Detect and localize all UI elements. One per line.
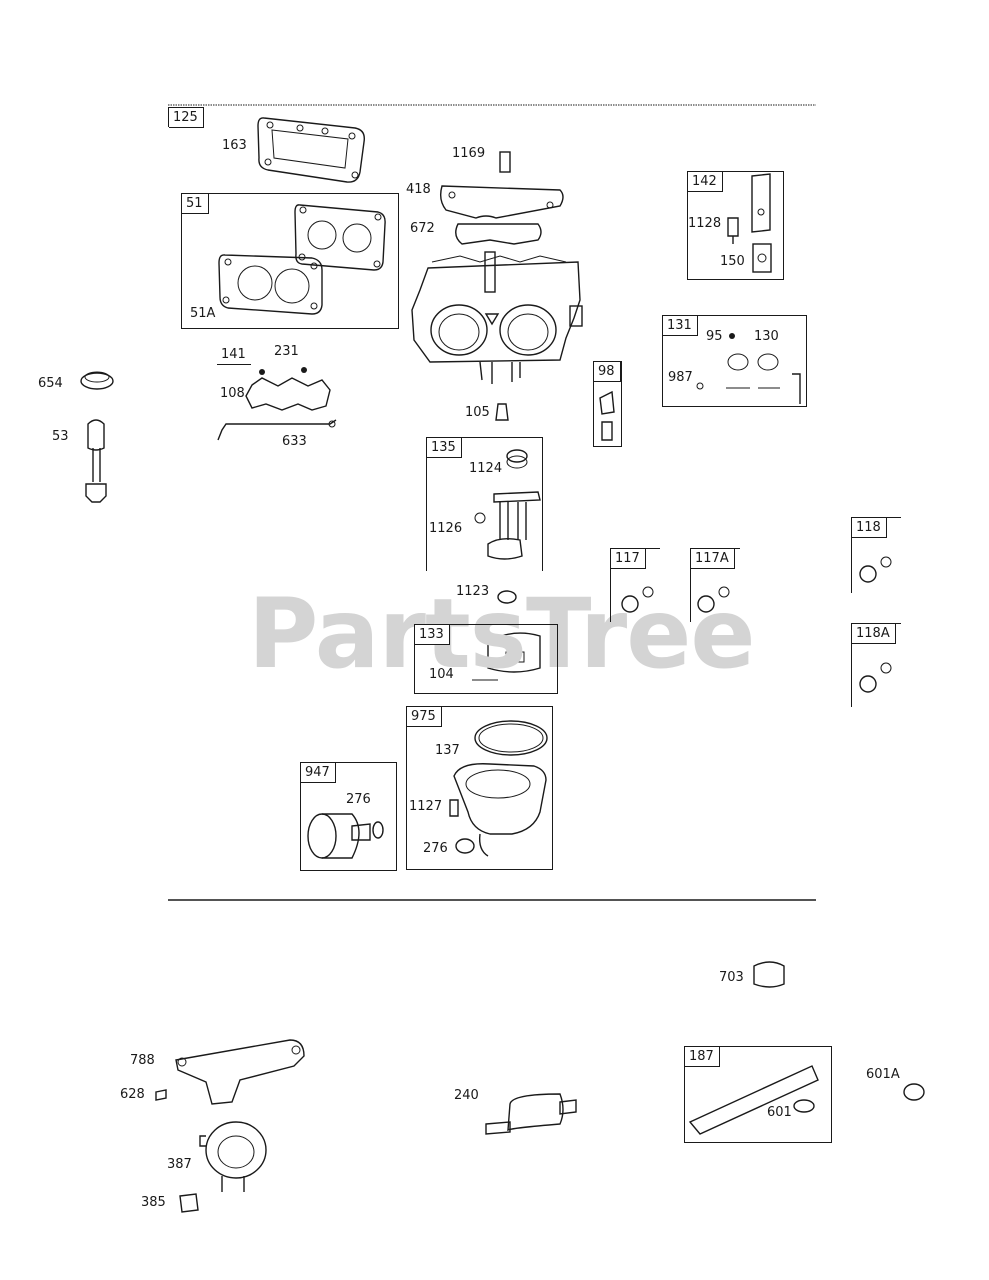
group-135: 135 — [426, 437, 543, 571]
callout-276-filter[interactable]: 276 — [346, 792, 371, 807]
callout-98[interactable]: 98 — [594, 362, 621, 382]
callout-1127[interactable]: 1127 — [409, 799, 443, 814]
callout-135[interactable]: 135 — [427, 438, 462, 458]
callout-628[interactable]: 628 — [120, 1087, 145, 1102]
bracket-142-drawing — [727, 173, 772, 273]
callout-130[interactable]: 130 — [754, 329, 779, 344]
callout-95[interactable]: 95 — [706, 329, 723, 344]
callout-51A[interactable]: 51A — [190, 306, 216, 321]
callout-137[interactable]: 137 — [435, 743, 460, 758]
callout-163[interactable]: 163 — [222, 138, 247, 153]
group-118A: 118A — [851, 623, 901, 707]
callout-131[interactable]: 131 — [663, 316, 698, 336]
callout-601[interactable]: 601 — [767, 1105, 792, 1120]
bracket-141-drawing — [217, 367, 337, 441]
clamp-703-drawing — [753, 961, 785, 988]
group-118: 118 — [851, 517, 901, 593]
callout-1124[interactable]: 1124 — [469, 461, 503, 476]
watermark: PartsTree — [248, 578, 755, 690]
callout-187[interactable]: 187 — [685, 1047, 720, 1067]
group-117A: 117A — [690, 548, 740, 622]
clamp-601A-drawing — [903, 1083, 925, 1101]
callout-975[interactable]: 975 — [407, 707, 442, 727]
callout-947[interactable]: 947 — [301, 763, 336, 783]
callout-633[interactable]: 633 — [282, 434, 307, 449]
callout-150[interactable]: 150 — [720, 254, 745, 269]
bowl-133-drawing — [472, 632, 541, 681]
callout-141[interactable]: 141 — [217, 345, 251, 365]
callout-51[interactable]: 51 — [182, 194, 209, 214]
jet-drawings — [621, 556, 892, 693]
callout-53[interactable]: 53 — [52, 429, 69, 444]
kit-131-drawing — [696, 333, 801, 404]
callout-142[interactable]: 142 — [688, 172, 723, 192]
callout-654[interactable]: 654 — [38, 376, 63, 391]
callout-601A[interactable]: 601A — [866, 1067, 900, 1082]
callout-105[interactable]: 105 — [465, 405, 490, 420]
carburetor-body-drawing — [411, 151, 583, 421]
gasket-163-drawing — [257, 117, 365, 183]
callout-117A[interactable]: 117A — [691, 549, 735, 569]
valve-98-drawing — [599, 390, 615, 441]
callout-125[interactable]: 125 — [169, 107, 204, 128]
callout-104[interactable]: 104 — [429, 667, 454, 682]
group-131: 131 — [662, 315, 807, 407]
callout-118A[interactable]: 118A — [852, 624, 896, 644]
group-125: 125 — [168, 107, 228, 128]
spark-plug-drawing — [80, 371, 114, 503]
callout-276-bowl[interactable]: 276 — [423, 841, 448, 856]
filter-947-drawing — [307, 813, 384, 859]
bowl-975-drawing — [449, 720, 548, 857]
callout-1123[interactable]: 1123 — [456, 584, 490, 599]
callout-1128[interactable]: 1128 — [688, 216, 722, 231]
fuel-pump-drawing — [155, 1039, 305, 1213]
group-142: 142 — [687, 171, 784, 280]
callout-118[interactable]: 118 — [852, 518, 887, 538]
callout-987[interactable]: 987 — [668, 370, 693, 385]
o-ring-1123-drawing — [497, 590, 517, 604]
group-98: 98 — [593, 361, 622, 447]
callout-117[interactable]: 117 — [611, 549, 646, 569]
callout-240[interactable]: 240 — [454, 1088, 479, 1103]
fuel-line-187-drawing — [688, 1065, 819, 1135]
fuel-filter-240-drawing — [485, 1093, 577, 1135]
callout-231[interactable]: 231 — [274, 344, 299, 359]
group-141: 141 — [217, 345, 251, 365]
group-133: 133 — [414, 624, 558, 694]
group-187: 187 — [684, 1046, 832, 1143]
callout-418[interactable]: 418 — [406, 182, 431, 197]
callout-1169[interactable]: 1169 — [452, 146, 486, 161]
callout-385[interactable]: 385 — [141, 1195, 166, 1210]
group-117: 117 — [610, 548, 660, 622]
float-135-drawing — [474, 449, 541, 560]
group-975: 975 — [406, 706, 553, 870]
group-947: 947 — [300, 762, 397, 871]
callout-672[interactable]: 672 — [410, 221, 435, 236]
group-51: 51 — [181, 193, 399, 329]
callout-703[interactable]: 703 — [719, 970, 744, 985]
callout-1126[interactable]: 1126 — [429, 521, 463, 536]
callout-133[interactable]: 133 — [415, 625, 450, 645]
callout-108[interactable]: 108 — [220, 386, 245, 401]
callout-387[interactable]: 387 — [167, 1157, 192, 1172]
callout-788[interactable]: 788 — [130, 1053, 155, 1068]
gasket-51-drawing — [218, 204, 386, 315]
